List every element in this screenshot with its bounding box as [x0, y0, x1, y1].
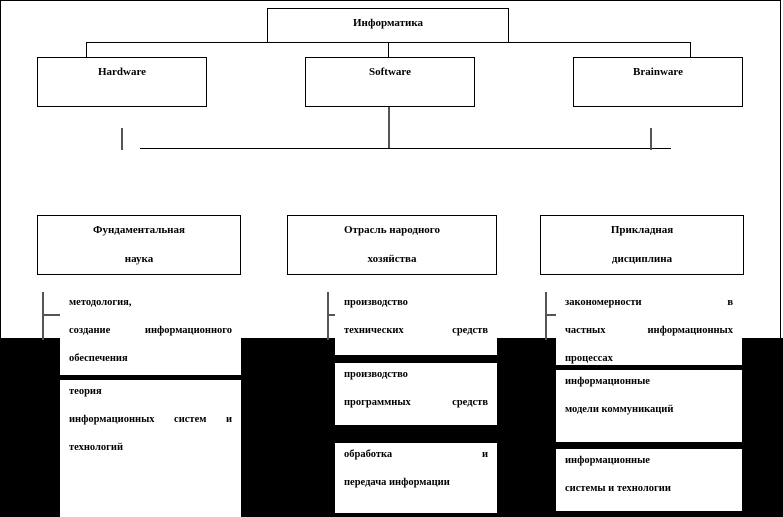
connector-bus-stub-left: [121, 128, 123, 150]
leaf-right-2-line2: модели коммуникаций: [565, 404, 674, 416]
leaf-left-2: теория информационных систем и технологи…: [60, 380, 241, 517]
leaf-right-2: информационные модели коммуникаций: [556, 370, 742, 442]
connector-software-down: [388, 107, 390, 149]
node-hardware-label: Hardware: [97, 66, 147, 78]
node-fundamental-science-line2: наука: [124, 252, 154, 265]
leaf-right-3-line2: системы и технологии: [565, 483, 671, 495]
connector-root-to-software: [388, 43, 389, 57]
connector-middle-spine: [327, 292, 329, 340]
connector-bus-stub-right: [650, 128, 652, 150]
node-software: Software: [305, 57, 475, 107]
connector-right-branch-1: [545, 314, 563, 316]
leaf-left-2-line3: технологий: [69, 442, 124, 454]
leaf-middle-3-line2: передача информации: [344, 477, 450, 489]
leaf-middle-2-line2: программных средств: [344, 397, 488, 409]
node-informatika-label: Информатика: [352, 17, 423, 29]
leaf-left-2-line2: информационных систем и: [69, 414, 232, 426]
leaf-middle-1-line2: технических средств: [344, 325, 488, 337]
connector-root-to-hardware: [86, 42, 87, 57]
leaf-right-3-line1: информационные: [565, 455, 650, 466]
node-economy-branch-line2: хозяйства: [367, 252, 417, 265]
leaf-middle-1: производство технических средств: [335, 291, 497, 355]
connector-left-spine: [42, 292, 44, 340]
node-applied-discipline-line1: Прикладная: [610, 224, 674, 236]
connector-root-to-brainware: [690, 42, 691, 57]
node-fundamental-science: Фундаментальная наука: [37, 215, 241, 275]
leaf-left-1-line1: методология,: [69, 297, 132, 308]
connector-right-spine: [545, 292, 547, 340]
leaf-left-1-line3: обеспечения: [69, 353, 128, 365]
leaf-right-1-line2: частных информационных: [565, 325, 733, 337]
leaf-right-1: закономерности в частных информационных …: [556, 291, 742, 365]
leaf-middle-1-line1: производство: [344, 297, 408, 308]
node-economy-branch: Отрасль народного хозяйства: [287, 215, 497, 275]
node-economy-branch-line1: Отрасль народного: [343, 224, 441, 236]
leaf-middle-3-line1: обработка и: [344, 449, 488, 460]
leaf-right-1-line3: процессах: [565, 353, 613, 365]
leaf-left-1: методология, создание информационного об…: [60, 291, 241, 375]
node-applied-discipline-line2: дисциплина: [611, 252, 673, 265]
connector-bus-horizontal: [140, 148, 671, 149]
leaf-middle-2-line1: производство: [344, 369, 408, 380]
node-brainware: Brainware: [573, 57, 743, 107]
leaf-right-2-line1: информационные: [565, 376, 650, 387]
node-applied-discipline: Прикладная дисциплина: [540, 215, 744, 275]
leaf-left-2-line1: теория: [69, 386, 102, 397]
connector-left-branch-1: [42, 314, 60, 316]
node-informatika: Информатика: [267, 8, 509, 43]
node-hardware: Hardware: [37, 57, 207, 107]
connector-root-right-horizontal: [508, 42, 690, 43]
leaf-middle-3: обработка и передача информации: [335, 443, 497, 513]
node-software-label: Software: [369, 66, 411, 78]
leaf-right-3: информационные системы и технологии: [556, 449, 742, 511]
leaf-middle-2: производство программных средств: [335, 363, 497, 425]
node-brainware-label: Brainware: [633, 66, 683, 78]
connector-root-left-horizontal: [86, 42, 268, 43]
leaf-left-1-line2: создание информационного: [69, 325, 232, 337]
node-fundamental-science-line1: Фундаментальная: [93, 224, 185, 236]
leaf-right-1-line1: закономерности в: [565, 297, 733, 308]
